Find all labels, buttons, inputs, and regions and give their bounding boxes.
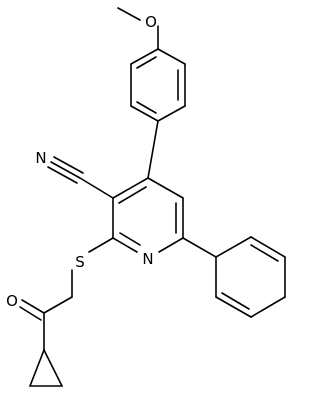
- ring-bond: [157, 105, 186, 122]
- ring-bond: [130, 105, 159, 122]
- triple-bond-center: [50, 161, 81, 179]
- triple-bond-side: [47, 166, 78, 184]
- thioether-chain: [19, 237, 114, 351]
- ring-bond: [157, 48, 186, 65]
- ring-bond: [250, 296, 286, 318]
- nitrile-nitrogen-label: N: [35, 149, 46, 167]
- ring-bond: [215, 236, 252, 258]
- cyclopropyl-ring: [29, 349, 63, 387]
- pyridine-phenyl-bond: [182, 237, 217, 258]
- carbonyl-double-bond: [21, 299, 45, 314]
- ring-bond: [112, 177, 149, 199]
- ring-inner-double-bond: [118, 186, 147, 204]
- methylene-carbonyl-bond: [43, 296, 73, 314]
- ketone-oxygen-label: O: [6, 292, 18, 310]
- ring-bond: [147, 177, 184, 199]
- carbonyl-double-bond-second: [19, 306, 42, 321]
- ring-inner-double-bond: [119, 232, 141, 246]
- ring-bond: [43, 349, 63, 387]
- phenyl-ring: [215, 236, 286, 318]
- ring-bond: [130, 48, 159, 65]
- structure-canvas: O N S N O: [6, 7, 286, 387]
- methoxy-group: [117, 7, 159, 50]
- nitrile-group: [47, 156, 114, 199]
- ring-bond: [158, 237, 184, 253]
- methoxy-oxygen-label: O: [145, 13, 157, 31]
- ring-inner-double-bond: [136, 56, 157, 69]
- aryl-pyridine-bond: [147, 120, 159, 179]
- methyl-bond: [117, 7, 141, 21]
- pyridine-ring: [112, 177, 184, 253]
- ring-bond: [250, 236, 286, 258]
- ring-inner-double-bond: [221, 292, 250, 310]
- methoxyphenyl-ring: [130, 48, 186, 122]
- chemical-structure-diagram: O N S N O: [6, 7, 286, 387]
- carbon-sulfur-bond: [88, 237, 114, 253]
- ring-inner-double-bond: [250, 244, 279, 262]
- sulfur-label: S: [75, 253, 85, 271]
- ring-inner-double-bond: [136, 101, 157, 114]
- triple-bond-side: [53, 156, 84, 174]
- pyridine-nitrogen-label: N: [142, 250, 153, 268]
- ring-bond: [215, 296, 252, 318]
- ring-bond: [112, 237, 138, 253]
- ring-bond: [29, 349, 45, 387]
- nitrile-carbon-bond: [79, 177, 114, 199]
